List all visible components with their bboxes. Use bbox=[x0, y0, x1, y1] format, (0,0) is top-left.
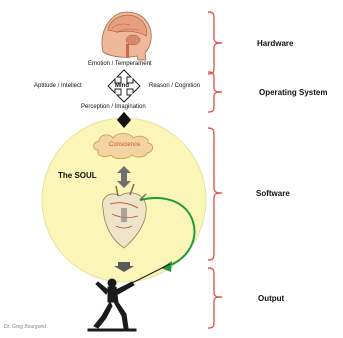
conscience-label: Conscience bbox=[109, 142, 141, 148]
brain-head-image bbox=[101, 11, 152, 61]
operating-system-label: Operating System bbox=[259, 88, 328, 97]
perception-imagination-label: Perception / Imagination bbox=[81, 104, 146, 110]
mind-label: Mind bbox=[115, 83, 129, 89]
bracket-operating-system bbox=[207, 71, 223, 113]
reason-cognition-label: Reason / Cognition bbox=[149, 83, 201, 89]
software-label: Software bbox=[256, 189, 290, 198]
bracket-hardware bbox=[207, 11, 223, 75]
emotion-temperament-label: Emotion / Temperament bbox=[88, 61, 152, 67]
fencer-image bbox=[87, 263, 171, 332]
output-label: Output bbox=[258, 294, 285, 303]
conscience-heart-arrow bbox=[117, 166, 131, 188]
heart-to-output-curve-arrow bbox=[139, 197, 196, 272]
aptitude-intellect-label: Aptitude / Intellect bbox=[34, 83, 82, 89]
hardware-label: Hardware bbox=[257, 39, 294, 48]
mind-four-way-arrow bbox=[107, 69, 141, 103]
bracket-software bbox=[207, 127, 223, 261]
author-credit: Dr. Greg Bourgond bbox=[4, 324, 47, 330]
conscience-cloud bbox=[93, 133, 154, 160]
soul-output-connector-arrow bbox=[114, 262, 134, 272]
soul-title: The SOUL bbox=[58, 171, 97, 180]
bracket-output bbox=[207, 267, 223, 329]
heart-image bbox=[102, 183, 147, 249]
